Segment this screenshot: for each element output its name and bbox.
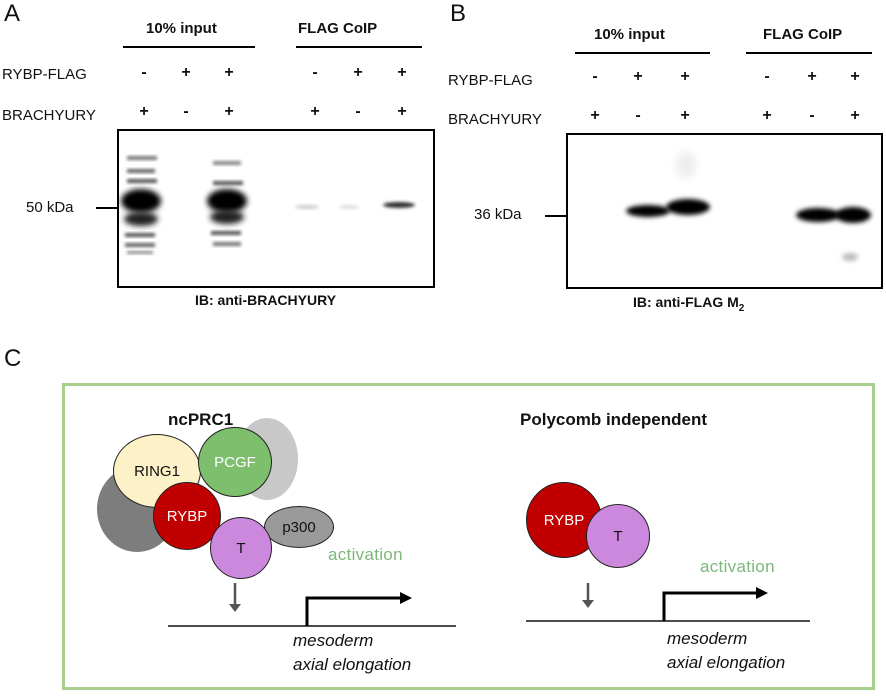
panel-a-row1-sign: - (312, 64, 318, 81)
left-gene-line1: mesoderm (293, 631, 374, 650)
panel-a-header-coip: FLAG CoIP (298, 20, 378, 37)
left-gene-label: mesoderm axial elongation (293, 629, 411, 677)
panel-a-row1-label: RYBP-FLAG (2, 66, 87, 83)
panel-a-row1-sign: - (141, 64, 147, 81)
panel-b-row2-sign: + (762, 107, 772, 124)
polycomb-independent-title: Polycomb independent (520, 410, 708, 429)
panel-b-marker-label: 36 kDa (474, 206, 522, 223)
panel-b-coip-underline (746, 52, 872, 54)
panel-a-row1-sign: + (181, 64, 191, 81)
right-t-protein: T (586, 504, 650, 568)
panel-b-ib-subscript: 2 (738, 302, 745, 314)
panel-b-row2-sign: - (809, 107, 815, 124)
panel-a-row1-sign: + (353, 64, 363, 81)
ncprc1-title: ncPRC1 (168, 410, 234, 429)
panel-b-input-underline (575, 52, 710, 54)
left-promoter-diagram (168, 583, 456, 627)
right-promoter-diagram (526, 583, 810, 622)
panel-a-letter: A (4, 0, 21, 27)
panel-c-frame (62, 383, 875, 690)
right-activation-label: activation (700, 557, 775, 576)
panel-b-row1-sign: + (633, 68, 643, 85)
panel-a-marker-tick (96, 207, 118, 209)
right-gene-line1: mesoderm (667, 629, 748, 648)
left-gene-line2: axial elongation (293, 655, 412, 674)
panel-b-blot-image (566, 133, 883, 289)
panel-b-row2-sign: + (590, 107, 600, 124)
t-protein: T (210, 517, 272, 579)
panel-b-ib-text: IB: anti-FLAG M (633, 294, 739, 310)
panel-a-row2-sign: + (310, 103, 320, 120)
right-gene-line2: axial elongation (667, 653, 786, 672)
panel-a-row1-sign: + (397, 64, 407, 81)
panel-b-row1-sign: - (592, 68, 598, 85)
panel-b-row1-sign: + (850, 68, 860, 85)
panel-b-header-coip: FLAG CoIP (763, 26, 843, 43)
panel-a-coip-underline (296, 46, 422, 48)
rybp-protein: RYBP (153, 482, 221, 550)
panel-a-marker-label: 50 kDa (26, 199, 74, 216)
left-activation-label: activation (328, 545, 403, 564)
panel-b-row2-sign: + (850, 107, 860, 124)
panel-b-row1-sign: + (807, 68, 817, 85)
panel-a-row2-sign: + (139, 103, 149, 120)
panel-b-row1-sign: + (680, 68, 690, 85)
pcgf-protein: PCGF (198, 427, 272, 497)
panel-a-row2-sign: + (224, 103, 234, 120)
panel-a-row2-sign: + (397, 103, 407, 120)
panel-b-header-input: 10% input (594, 26, 665, 43)
panel-a-row1-sign: + (224, 64, 234, 81)
right-gene-label: mesoderm axial elongation (667, 627, 785, 675)
panel-a-row2-sign: - (183, 103, 189, 120)
panel-b-row1-sign: - (764, 68, 770, 85)
panel-b-ib-label: IB: anti-FLAG M2 (633, 294, 744, 314)
panel-a-input-underline (123, 46, 255, 48)
panel-a-ib-label: IB: anti-BRACHYURY (195, 292, 337, 308)
panel-c-letter: C (4, 345, 22, 372)
p300-protein: p300 (264, 506, 334, 548)
panel-a-row2-sign: - (355, 103, 361, 120)
panel-a-row2-label: BRACHYURY (2, 107, 96, 124)
panel-b-letter: B (450, 0, 467, 27)
panel-b-row2-sign: - (635, 107, 641, 124)
panel-b-marker-tick (545, 215, 567, 217)
panel-b-row2-label: BRACHYURY (448, 111, 542, 128)
panel-a-header-input: 10% input (146, 20, 217, 37)
panel-b-row1-label: RYBP-FLAG (448, 72, 533, 89)
panel-a-blot-image (117, 129, 435, 288)
panel-b-row2-sign: + (680, 107, 690, 124)
